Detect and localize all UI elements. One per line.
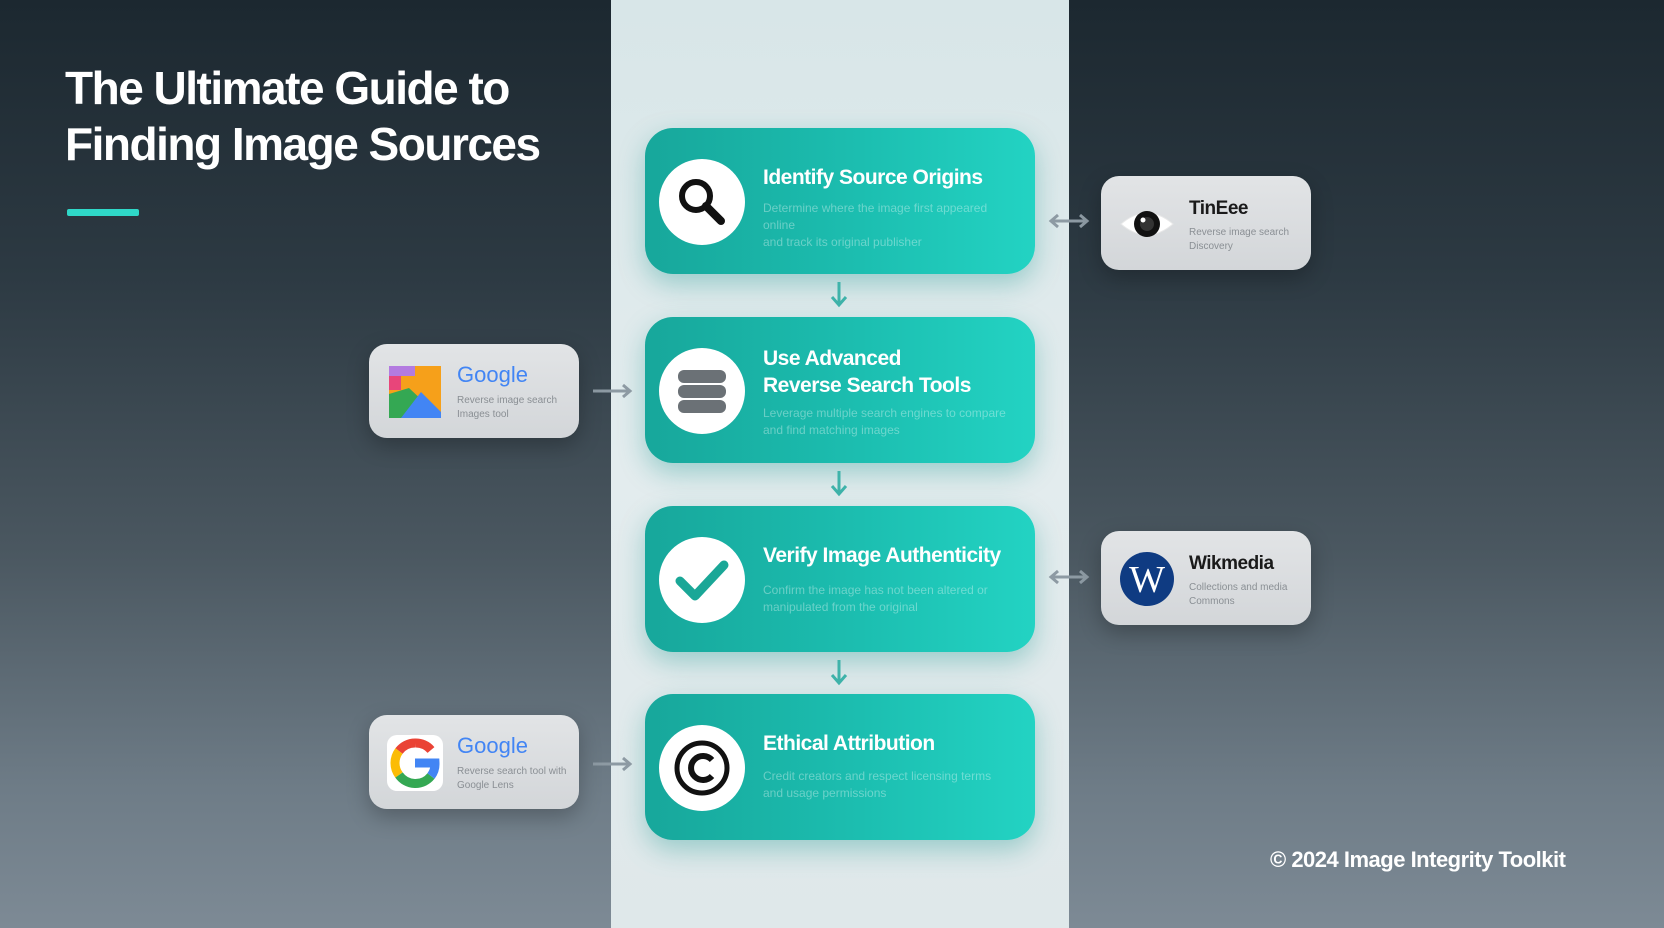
google-wordmark: Google <box>457 733 528 758</box>
step-desc-line: Credit creators and respect licensing te… <box>763 769 992 783</box>
step-desc-line: and usage permissions <box>763 786 887 800</box>
tool-name: Google <box>457 362 528 388</box>
right-arrow-icon <box>593 756 633 772</box>
title-line-1: The Ultimate Guide to <box>65 62 510 114</box>
tool-desc-line: Reverse search tool with <box>457 766 567 777</box>
database-icon <box>678 370 726 413</box>
step-title: Verify Image Authenticity <box>763 542 1023 569</box>
title-line-2: Finding Image Sources <box>65 118 541 170</box>
checkmark-icon <box>675 560 729 601</box>
step-icon-container <box>659 348 745 434</box>
step-icon-container <box>659 159 745 245</box>
step-title-line: Ethical Attribution <box>763 732 935 755</box>
step-title-line: Verify Image Authenticity <box>763 544 1001 567</box>
step-desc-line: and find matching images <box>763 423 900 437</box>
tool-card-wikimedia[interactable]: W Wikmedia Collections and media Commons <box>1101 531 1311 625</box>
step-description: Credit creators and respect licensing te… <box>763 768 1013 802</box>
step-desc-line: manipulated from the original <box>763 600 918 614</box>
down-arrow-icon <box>830 660 848 686</box>
tool-name: Google <box>457 733 528 759</box>
step-title-line: Use Advanced <box>763 347 901 370</box>
svg-text:W: W <box>1129 559 1165 601</box>
step-identify-source-origins: Identify Source Origins Determine where … <box>645 128 1035 274</box>
step-description: Confirm the image has not been altered o… <box>763 582 1013 616</box>
step-title: Ethical Attribution <box>763 730 1023 757</box>
step-description: Leverage multiple search engines to comp… <box>763 405 1013 439</box>
step-title-line: Reverse Search Tools <box>763 374 971 397</box>
eye-icon <box>1120 211 1174 237</box>
down-arrow-icon <box>830 471 848 497</box>
tool-description: Collections and media Commons <box>1189 581 1301 609</box>
step-desc-line: and track its original publisher <box>763 235 922 249</box>
tool-name: TinEee <box>1189 198 1248 219</box>
tool-desc-line: Reverse image search <box>457 395 558 406</box>
magnifier-icon <box>679 179 725 225</box>
google-g-icon <box>387 735 443 791</box>
tool-name: Wikmedia <box>1189 553 1274 574</box>
tool-desc-line: Collections and media <box>1189 582 1288 593</box>
bidirectional-arrow-icon <box>1048 569 1090 585</box>
google-images-icon <box>389 366 441 418</box>
step-desc-line: Leverage multiple search engines to comp… <box>763 406 1006 420</box>
page-title: The Ultimate Guide to Finding Image Sour… <box>65 60 605 172</box>
step-description: Determine where the image first appeared… <box>763 200 1013 251</box>
tool-description: Reverse search tool with Google Lens <box>457 765 569 793</box>
step-title: Use Advanced Reverse Search Tools <box>763 345 1023 399</box>
tool-desc-line: Google Lens <box>457 780 514 791</box>
tool-desc-line: Reverse image search <box>1189 227 1290 238</box>
tool-description: Reverse image search Discovery <box>1189 226 1301 254</box>
tool-card-tineye[interactable]: TinEee Reverse image search Discovery <box>1101 176 1311 270</box>
google-wordmark: Google <box>457 362 528 387</box>
tool-card-google-lens[interactable]: Google Reverse search tool with Google L… <box>369 715 579 809</box>
bidirectional-arrow-icon <box>1048 213 1090 229</box>
wikipedia-w-icon: W <box>1120 552 1174 606</box>
copyright-footer: © 2024 Image Integrity Toolkit <box>1270 847 1566 872</box>
right-arrow-icon <box>593 383 633 399</box>
step-title-line: Identify Source Origins <box>763 166 983 189</box>
step-ethical-attribution: Ethical Attribution Credit creators and … <box>645 694 1035 840</box>
copyright-icon <box>674 740 730 796</box>
tool-desc-line: Images tool <box>457 409 509 420</box>
step-icon-container <box>659 537 745 623</box>
step-desc-line: Confirm the image has not been altered o… <box>763 583 988 597</box>
tool-description: Reverse image search Images tool <box>457 394 569 422</box>
step-icon-container <box>659 725 745 811</box>
tool-desc-line: Discovery <box>1189 241 1233 252</box>
tool-desc-line: Commons <box>1189 596 1235 607</box>
step-verify-authenticity: Verify Image Authenticity Confirm the im… <box>645 506 1035 652</box>
title-accent-bar <box>67 209 139 216</box>
step-desc-line: Determine where the image first appeared… <box>763 201 988 232</box>
step-reverse-search-tools: Use Advanced Reverse Search Tools Levera… <box>645 317 1035 463</box>
step-title: Identify Source Origins <box>763 164 1023 191</box>
tool-card-google-images[interactable]: Google Reverse image search Images tool <box>369 344 579 438</box>
down-arrow-icon <box>830 282 848 308</box>
